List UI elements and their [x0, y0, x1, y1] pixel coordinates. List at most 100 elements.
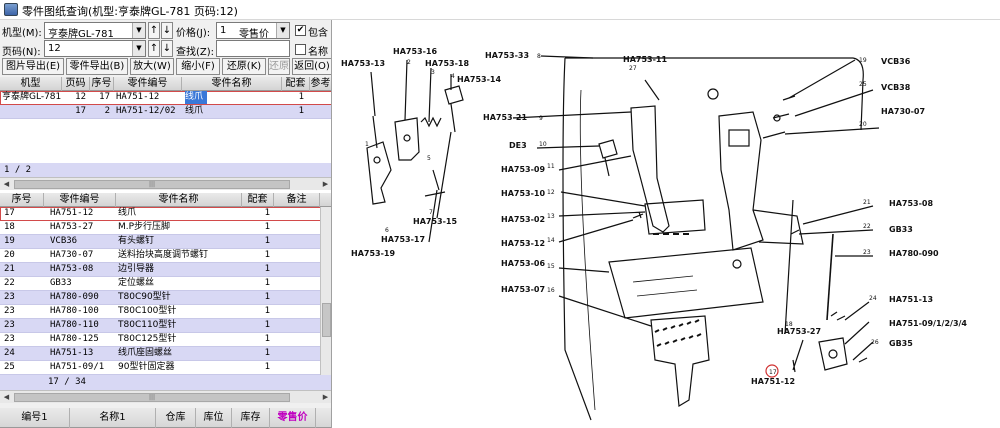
page-up-button[interactable]: ↑	[148, 40, 160, 57]
pages-hscrollbar[interactable]: ◀ ||| ▶	[0, 177, 331, 190]
col-qty[interactable]: 配套	[242, 193, 274, 207]
scroll-thumb[interactable]: |||	[14, 180, 290, 189]
cell-page: 17	[75, 106, 86, 116]
zoom-in-button[interactable]: 放大(W)	[130, 58, 174, 75]
scroll-left-icon[interactable]: ◀	[3, 180, 10, 188]
cell-name: 线爪	[185, 106, 204, 116]
chevron-down-icon[interactable]: ▼	[276, 23, 289, 38]
chevron-down-icon[interactable]: ▼	[132, 23, 145, 38]
callout: HA753-06	[501, 259, 545, 268]
col-ref[interactable]: 参考	[310, 78, 331, 89]
ref-number: 3	[431, 69, 435, 76]
cell-seq: 25	[4, 362, 15, 372]
cell-seq: 22	[4, 278, 15, 288]
parts-pager: 17 / 34	[0, 375, 331, 390]
col-stock[interactable]: 库存	[232, 408, 270, 428]
highlight-circle	[765, 364, 779, 378]
col-part-no[interactable]: 零件编号	[114, 77, 182, 91]
model-down-button[interactable]: ↓	[161, 22, 173, 39]
col-retail-price[interactable]: 零售价	[270, 408, 316, 428]
cell-part-no: HA751-09/1	[50, 362, 105, 372]
export-parts-button[interactable]: 零件导出(B)	[66, 58, 128, 75]
cell-name: 送料抬块高度调节螺钉	[118, 250, 209, 260]
callout: HA780-090	[889, 249, 939, 258]
find-input[interactable]	[216, 40, 290, 57]
parts-drawing[interactable]: HA753-13 HA753-16 HA753-18 HA753-14 HA75…	[333, 20, 1000, 428]
col-page[interactable]: 页码	[62, 77, 90, 91]
cell-name: T80C110型针	[118, 320, 177, 330]
price-combo[interactable]: 1 零售价 ▼	[216, 22, 290, 39]
scroll-left-icon[interactable]: ◀	[3, 393, 10, 401]
cell-qty: 1	[264, 320, 270, 330]
cell-name: 定位螺丝	[118, 278, 155, 288]
ref-number: 16	[547, 287, 555, 294]
zoom-out-button[interactable]: 缩小(F)	[176, 58, 220, 75]
callout: HA753-02	[501, 215, 545, 224]
col-seq[interactable]: 序号	[90, 77, 114, 91]
find-label: 查找(Z):	[176, 47, 215, 58]
parts-vscrollbar[interactable]	[320, 207, 331, 389]
app-icon	[4, 3, 18, 16]
back-button[interactable]: 返回(O)	[292, 58, 331, 75]
name-checkbox[interactable]	[295, 44, 306, 55]
left-panel: 机型(M): 亨泰牌GL-781 ▼ ↑ ↓ 价格(J): 1 零售价 ▼ ✔ …	[0, 20, 332, 428]
col-seq[interactable]: 序号	[0, 193, 44, 207]
table-row[interactable]: 亨泰牌GL-781 12 17 HA751-12 线爪 1	[0, 91, 331, 105]
cell-name: T80C90型针	[118, 292, 171, 302]
page-combo[interactable]: 12 ▼	[44, 40, 146, 57]
ref-number: 18	[785, 321, 793, 328]
chevron-down-icon[interactable]: ▼	[132, 41, 145, 56]
cell-name: 线爪	[185, 91, 207, 104]
col-code1[interactable]: 编号1	[0, 408, 70, 428]
scroll-right-icon[interactable]: ▶	[322, 393, 329, 401]
col-remark[interactable]: 备注	[274, 193, 320, 207]
col-location[interactable]: 库位	[196, 408, 232, 428]
col-name1[interactable]: 名称1	[70, 408, 156, 428]
col-name[interactable]: 零件名称	[182, 77, 282, 91]
callout: HA751-13	[889, 295, 933, 304]
col-warehouse[interactable]: 仓库	[156, 408, 196, 428]
scroll-thumb[interactable]: |||	[14, 393, 290, 402]
cell-qty: 1	[264, 278, 270, 288]
ref-number: 12	[547, 189, 555, 196]
callout: HA753-33	[485, 51, 529, 60]
ref-number: 9	[539, 115, 543, 122]
model-up-button[interactable]: ↑	[148, 22, 160, 39]
callout: HA753-08	[889, 199, 933, 208]
table-row[interactable]: 17 2 HA751-12/02 线爪 1	[0, 105, 331, 119]
callout: HA753-12	[501, 239, 545, 248]
include-checkbox[interactable]: ✔	[295, 25, 306, 36]
parts-hscrollbar[interactable]: ◀ ||| ▶	[0, 390, 331, 403]
col-qty[interactable]: 配套	[282, 77, 310, 91]
scroll-thumb[interactable]	[322, 303, 331, 337]
ref-number: 7	[429, 209, 433, 216]
cell-part-no: HA780-100	[50, 306, 99, 316]
export-image-button[interactable]: 图片导出(E)	[2, 58, 64, 75]
callout: HA753-10	[501, 189, 545, 198]
model-combo[interactable]: 亨泰牌GL-781 ▼	[44, 22, 146, 39]
cell-seq: 23	[4, 334, 15, 344]
page-down-button[interactable]: ↓	[161, 40, 173, 57]
cell-qty: 1	[298, 106, 304, 116]
col-name[interactable]: 零件名称	[116, 193, 242, 207]
cell-name: 线爪座固螺丝	[118, 348, 173, 358]
restore2-button[interactable]: 还原(D)	[268, 58, 290, 75]
cell-seq: 18	[4, 222, 15, 232]
scroll-right-icon[interactable]: ▶	[322, 180, 329, 188]
restore-button[interactable]: 还原(K)	[222, 58, 266, 75]
col-model[interactable]: 机型	[0, 77, 62, 91]
col-part-no[interactable]: 零件编号	[44, 193, 116, 207]
callout: HA753-16	[393, 47, 437, 56]
